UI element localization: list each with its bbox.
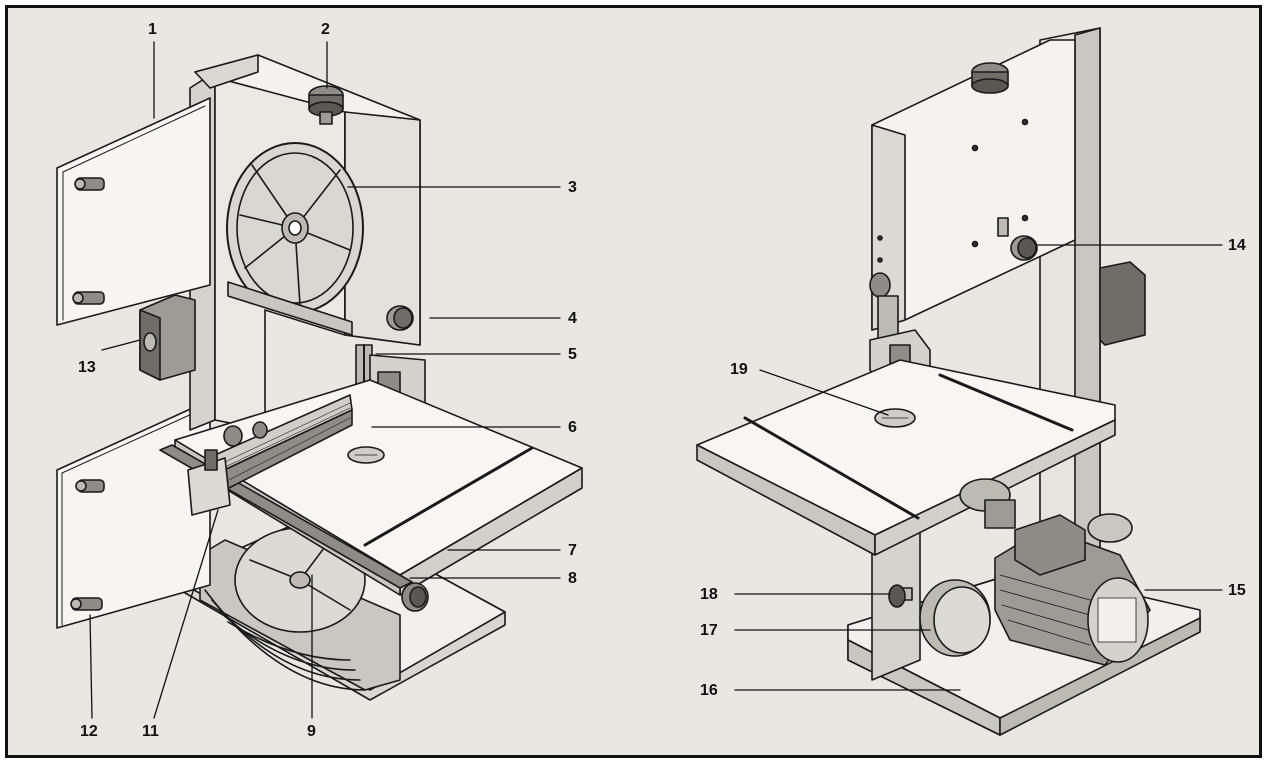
callout-1: 1: [148, 21, 157, 38]
left-motor: [139, 294, 196, 381]
tracking-knob: [997, 217, 1038, 261]
callout-6: 6: [568, 419, 577, 436]
left-upper-door-latch-top: [74, 177, 105, 191]
tension-knob: [308, 85, 344, 125]
left-lower-door-latch-bottom: [70, 597, 103, 611]
callout-19: 19: [730, 361, 748, 378]
callout-7: 7: [568, 542, 577, 559]
right-side-knob: [888, 584, 913, 608]
right-motor: [994, 513, 1151, 666]
left-upper-door-latch-bottom: [72, 291, 105, 305]
callout-leader-lines: [89, 41, 1223, 719]
left-upper-wheel: [226, 142, 364, 314]
callout-13: 13: [78, 359, 96, 376]
callout-14: 14: [1228, 237, 1246, 254]
callout-16: 16: [700, 682, 718, 699]
right-drive-pulley: [919, 579, 991, 657]
left-upper-door: [56, 97, 211, 326]
callout-18: 18: [700, 586, 718, 603]
callout-12: 12: [80, 723, 98, 740]
callout-15: 15: [1228, 582, 1246, 599]
left-lower-door-latch-top: [75, 479, 105, 493]
callout-17: 17: [700, 622, 718, 639]
guide-knob: [386, 305, 414, 331]
right-tension-knob: [971, 62, 1009, 94]
callout-4: 4: [568, 310, 577, 327]
callout-9: 9: [307, 723, 316, 740]
callout-3: 3: [568, 179, 577, 196]
callout-8: 8: [568, 570, 577, 587]
left-bandsaw-illustration: [56, 54, 583, 701]
callout-11: 11: [142, 723, 159, 740]
callout-2: 2: [321, 21, 330, 38]
callout-5: 5: [568, 346, 577, 363]
right-bandsaw-illustration: [696, 27, 1201, 736]
